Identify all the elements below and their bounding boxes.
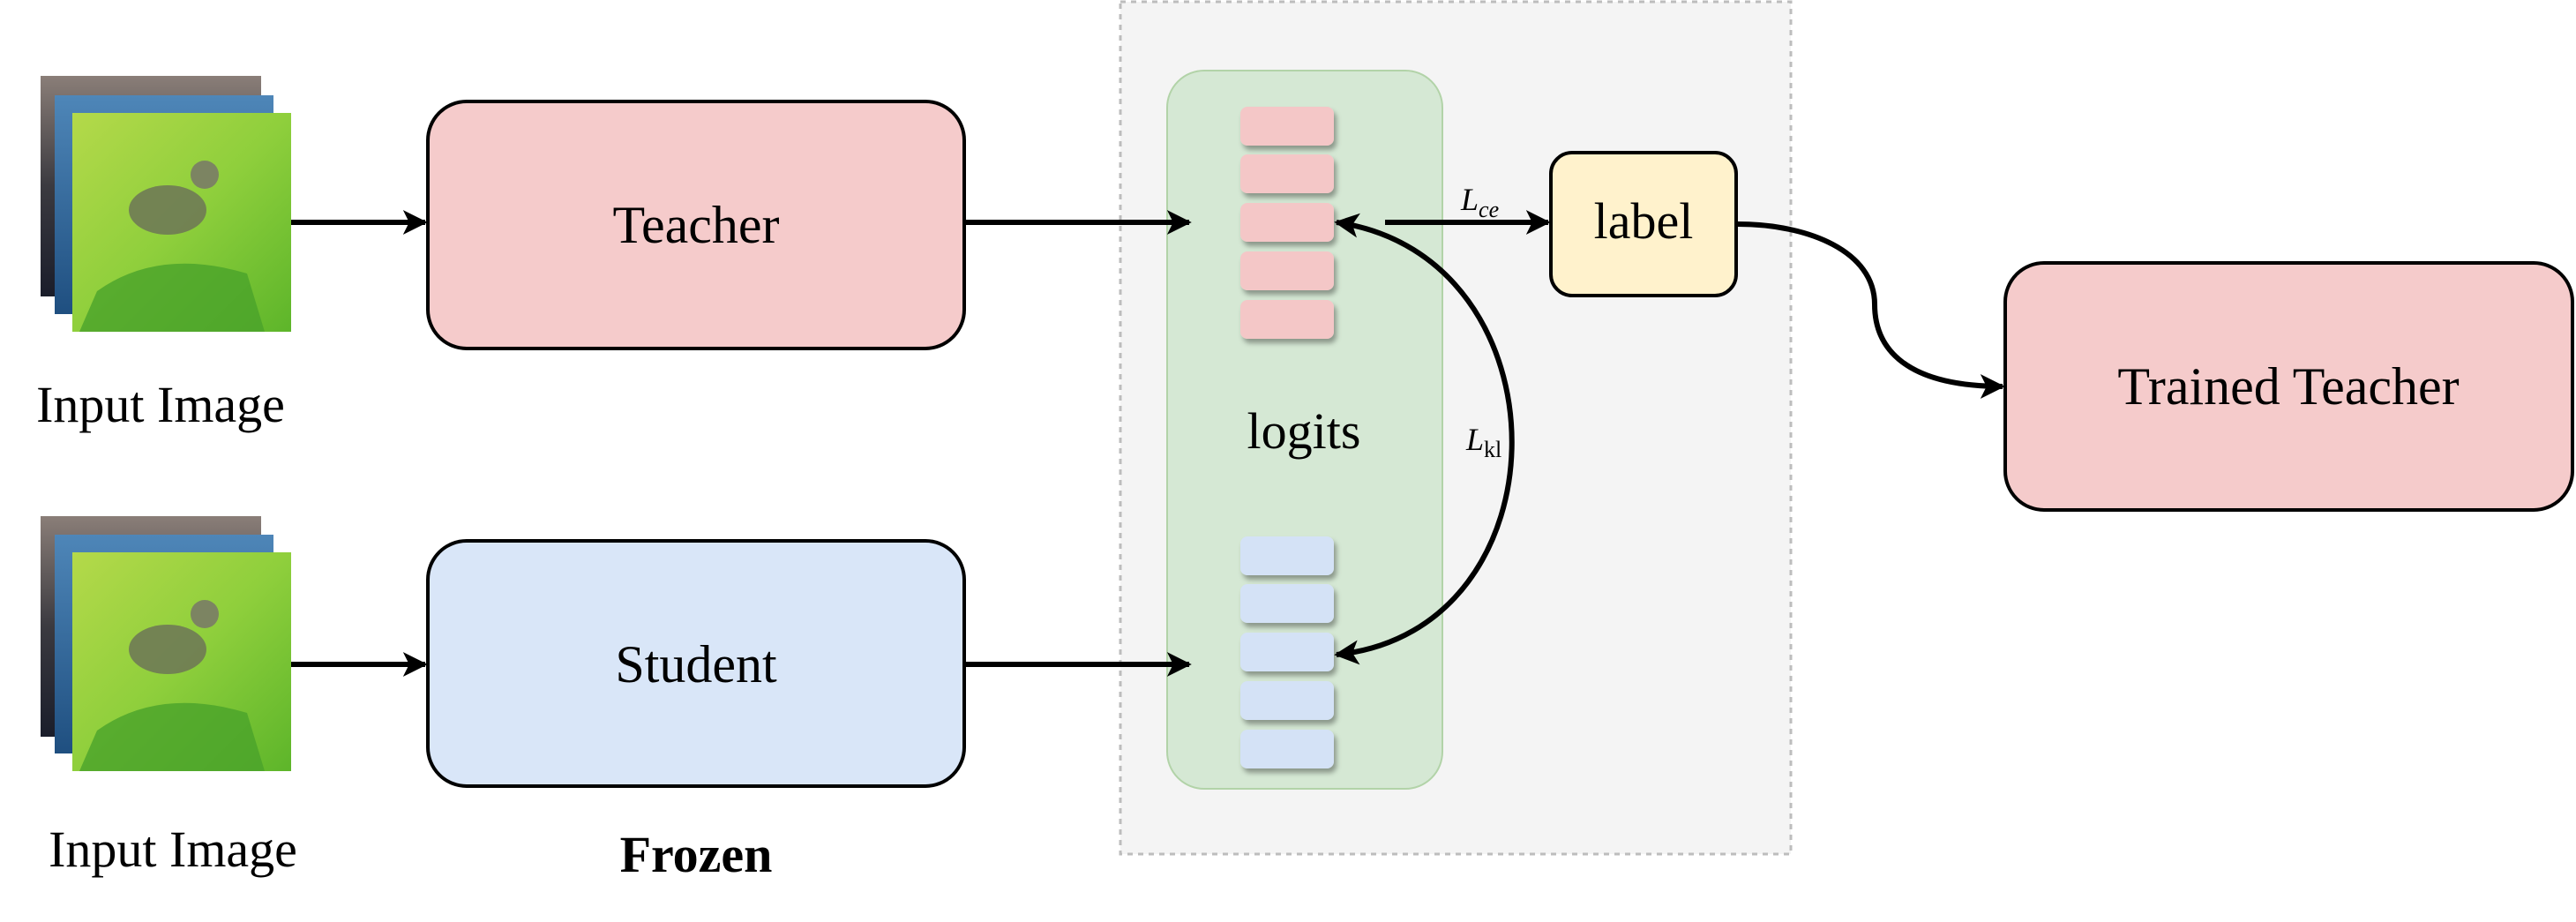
loss-kl-label: Lkl [1465,422,1501,462]
label-text: label [1594,192,1694,250]
teacher-logit-cell [1240,203,1334,242]
teacher-logits [1240,107,1334,339]
student-logit-cell [1240,633,1334,671]
student-logit-cell [1240,681,1334,720]
student-logit-cell [1240,584,1334,623]
teacher-logit-cell [1240,300,1334,339]
teacher-logit-cell [1240,154,1334,193]
frozen-label: Frozen [620,826,773,883]
student-logit-cell [1240,730,1334,768]
trained-teacher-box [2003,261,2574,512]
input-image-stack-top [41,76,291,332]
teacher-logit-cell [1240,251,1334,290]
arrow-label-to-trained-teacher [1737,221,2005,399]
loss-ce-main: L [1460,182,1479,217]
arrow-kl-divergence [1334,213,1515,665]
loss-kl-sub: kl [1484,437,1501,462]
loss-kl-main: L [1465,422,1484,457]
student-logit-cell [1240,536,1334,575]
loss-ce-label: Lce [1460,182,1499,222]
logits-label: logits [1247,402,1361,460]
input-image-label-bottom: Input Image [49,821,297,878]
student-label: Student [615,635,777,693]
student-logits [1240,536,1334,768]
teacher-logit-cell [1240,107,1334,146]
student-box [426,539,966,788]
input-image-stack-bottom [41,516,291,771]
teacher-box [426,100,966,350]
input-image-label-top: Input Image [36,376,285,433]
teacher-label: Teacher [613,196,780,254]
trained-teacher-label: Trained Teacher [2117,357,2459,416]
logits-panel [1166,70,1443,790]
label-box [1549,151,1738,297]
loss-ce-sub: ce [1479,197,1499,222]
